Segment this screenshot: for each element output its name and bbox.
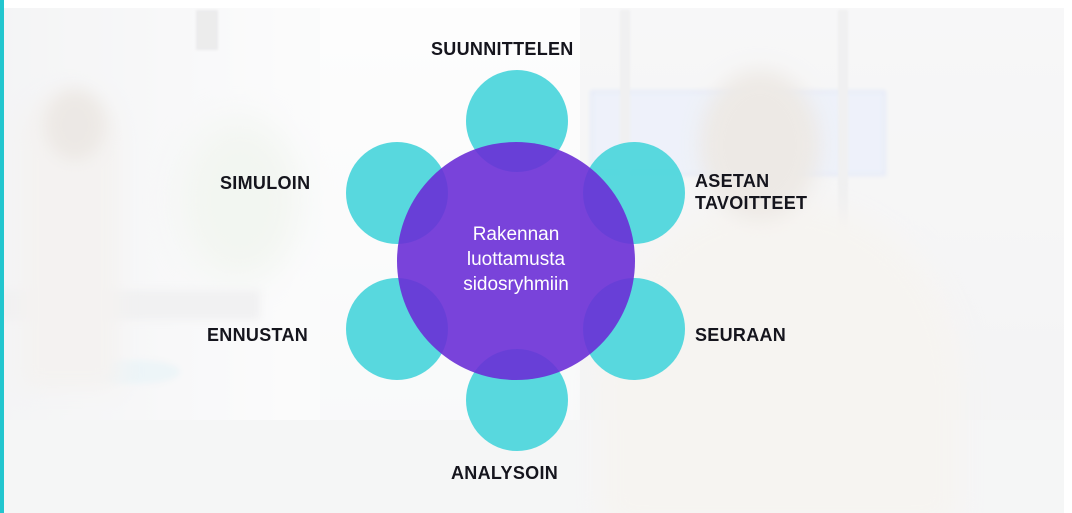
- accent-bar: [0, 0, 4, 513]
- label-asetan-tavoitteet: ASETAN TAVOITTEET: [695, 171, 808, 213]
- label-ennustan: ENNUSTAN: [207, 325, 309, 345]
- hub-circle: [397, 142, 635, 380]
- frame-right: [1064, 0, 1072, 513]
- label-seuraan: SEURAAN: [695, 325, 787, 345]
- label-simuloin: SIMULOIN: [220, 173, 311, 193]
- frame-top: [0, 0, 1072, 8]
- label-analysoin: ANALYSOIN: [451, 463, 559, 483]
- hub-text: Rakennan luottamusta sidosryhmiin: [463, 224, 569, 295]
- label-suunnittelen: SUUNNITTELEN: [431, 39, 574, 59]
